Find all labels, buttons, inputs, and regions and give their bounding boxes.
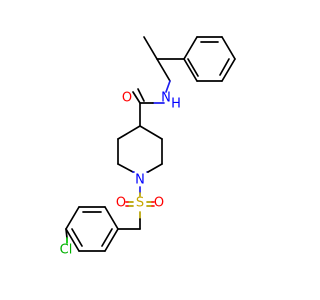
bond-ph-6 (183, 58, 198, 82)
bond-ph-inner-2 (219, 58, 230, 76)
bond-cl-a (65, 228, 68, 239)
bond-pip-6 (139, 125, 163, 140)
bond-ph-inner-3 (187, 58, 199, 77)
bond-methyl (143, 36, 158, 60)
atom-cl: Cl (60, 243, 73, 258)
bond-ar-1 (104, 206, 119, 230)
bond-ch-nh-a (156, 58, 171, 82)
atom-o-sulfonyl-right: O (154, 196, 164, 211)
atom-o-sulfonyl-left: O (116, 196, 126, 211)
atom-n-amide: N (161, 91, 171, 106)
atom-o-carbonyl: O (122, 91, 132, 106)
bond-ar-3 (65, 206, 80, 230)
bond-ar-inner-3 (101, 228, 113, 247)
bond-ar-4 (65, 228, 80, 252)
bond-co-b (137, 88, 145, 102)
bond-ar-inner-2 (71, 228, 83, 247)
atom-s-sulfonyl: S (136, 196, 144, 211)
bond-co-a (132, 91, 141, 104)
bond-pip-4b (147, 163, 163, 173)
structure-diagram: O N H N S O O Cl (60, 36, 236, 258)
bond-ph-1 (183, 36, 198, 60)
molecule-canvas: O N H N S O O Cl (59, 36, 236, 258)
atom-h-amide: H (171, 97, 181, 112)
bond-pip-1 (117, 125, 141, 140)
bond-ph-3 (221, 36, 236, 60)
atom-n-piperidine: N (135, 173, 145, 188)
bond-ph-4 (221, 58, 236, 82)
bond-ar-6 (104, 228, 119, 252)
bond-ch-nh-b (165, 80, 171, 93)
bond-pip-3a (117, 163, 134, 173)
